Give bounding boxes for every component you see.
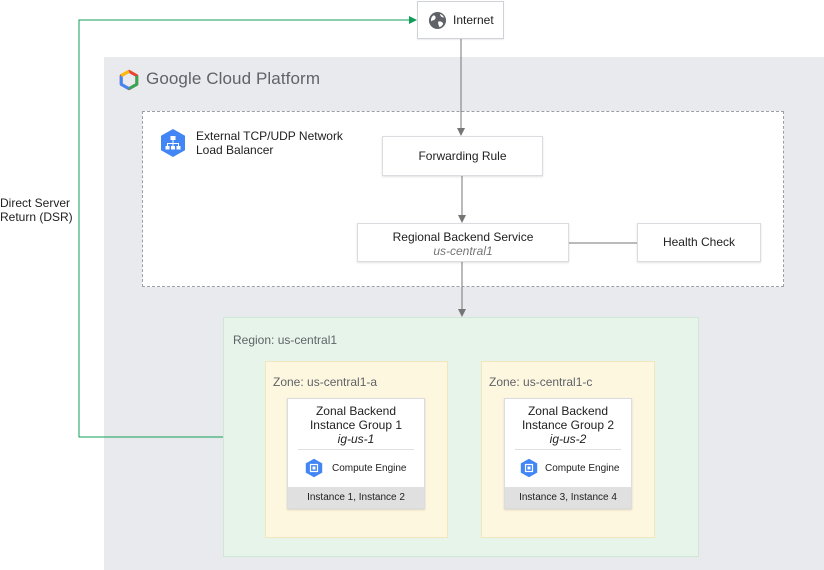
instance-group-1-title: Zonal Backend Instance Group 1 ig-us-1	[288, 404, 424, 446]
compute-engine-icon	[305, 458, 323, 478]
load-balancer-icon	[161, 129, 185, 157]
forwarding-rule-node: Forwarding Rule	[382, 136, 543, 176]
internet-label: Internet	[453, 13, 494, 27]
instance-group-2-name: ig-us-2	[549, 432, 587, 446]
instance-group-2: Zonal Backend Instance Group 2 ig-us-2 C…	[504, 398, 632, 509]
globe-icon	[428, 11, 447, 30]
compute-engine-label: Compute Engine	[545, 463, 620, 474]
divider	[515, 449, 621, 450]
instance-group-1: Zonal Backend Instance Group 1 ig-us-1 C…	[287, 398, 425, 509]
health-check-node: Health Check	[637, 223, 761, 262]
divider	[298, 449, 414, 450]
backend-service-region: us-central1	[433, 244, 493, 258]
compute-engine-icon	[520, 458, 538, 478]
gcp-logo-icon	[119, 69, 139, 91]
backend-service-node: Regional Backend Service us-central1	[357, 223, 569, 262]
internet-node: Internet	[417, 1, 504, 39]
instance-group-2-title: Zonal Backend Instance Group 2 ig-us-2	[505, 404, 631, 446]
load-balancer-label: External TCP/UDP Network Load Balancer	[196, 129, 343, 157]
instance-group-2-instances: Instance 3, Instance 4	[505, 487, 631, 508]
region-label: Region: us-central1	[233, 333, 338, 347]
backend-service-label: Regional Backend Service	[392, 230, 534, 244]
zone-c-label: Zone: us-central1-c	[489, 375, 593, 389]
instance-group-1-instances: Instance 1, Instance 2	[288, 487, 424, 508]
compute-engine-label: Compute Engine	[332, 463, 407, 474]
zone-a-label: Zone: us-central1-a	[273, 375, 378, 389]
gcp-title: Google Cloud Platform	[146, 69, 321, 88]
instance-group-1-name: ig-us-1	[337, 432, 375, 446]
dsr-label: Direct Server Return (DSR)	[0, 196, 73, 224]
